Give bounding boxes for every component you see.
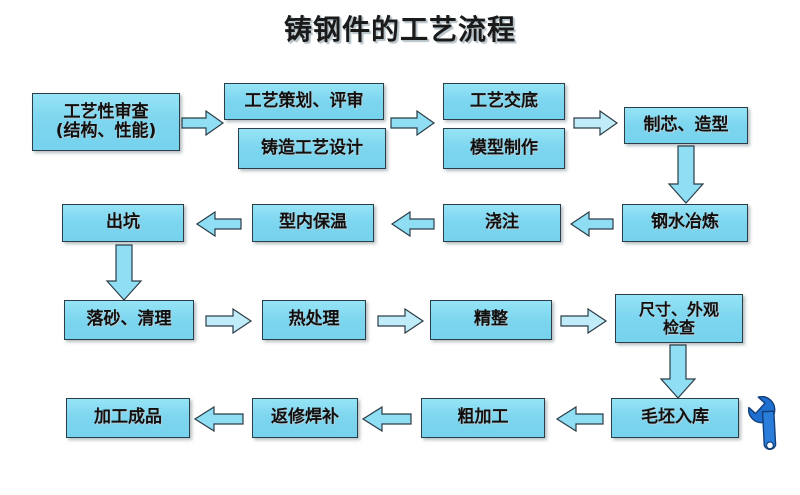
node-chukeng[interactable]: 出坑: [62, 204, 184, 242]
node-luosha-qingli[interactable]: 落砂、清理: [64, 300, 194, 340]
node-gongyi-cehua-pingshen[interactable]: 工艺策划、评审: [224, 83, 384, 120]
arrow-n9-to-n10: [195, 210, 242, 238]
node-zhixin-zaoxing[interactable]: 制芯、造型: [624, 107, 748, 144]
arrow-n11-to-n12: [205, 307, 253, 335]
node-cujiagong[interactable]: 粗加工: [421, 398, 545, 438]
node-zhuzao-gongyi-sheji[interactable]: 铸造工艺设计: [238, 128, 386, 169]
page-title: 铸钢件的工艺流程: [283, 13, 516, 46]
arrow-n8-to-n9: [390, 210, 435, 238]
node-maopei-ruku[interactable]: 毛坯入库: [611, 398, 739, 438]
node-jiaozhu[interactable]: 浇注: [443, 204, 561, 242]
arrow-n16-to-n17: [361, 405, 412, 433]
arrow-n2-to-n4: [390, 109, 436, 137]
arrow-n12-to-n13: [377, 307, 425, 335]
arrow-n7-to-n8: [569, 210, 614, 238]
arrow-n15-to-n16: [555, 405, 604, 433]
node-xingnei-baowen[interactable]: 型内保温: [252, 204, 374, 242]
arrow-n14-to-n15: [659, 344, 697, 399]
arrow-n1-to-n2: [181, 109, 225, 137]
arrow-n6-to-n7: [667, 145, 705, 204]
node-rechuli[interactable]: 热处理: [262, 300, 366, 340]
wrench-icon: [740, 395, 798, 462]
node-jiagong-chengpin[interactable]: 加工成品: [66, 398, 190, 438]
node-moxing-zhizuo[interactable]: 模型制作: [443, 128, 565, 169]
arrow-n13-to-n14: [560, 307, 608, 335]
node-gongyixing-shencha[interactable]: 工艺性审查 (结构、性能): [32, 93, 180, 151]
node-chicun-waiguan-jiancha[interactable]: 尺寸、外观 检查: [615, 294, 743, 343]
node-gongyi-jiaodi[interactable]: 工艺交底: [443, 83, 565, 120]
arrow-n4-to-n6: [573, 109, 619, 137]
node-jingzheng[interactable]: 精整: [430, 300, 552, 340]
arrow-n10-to-n11: [105, 244, 143, 301]
arrow-n17-to-n18: [193, 405, 244, 433]
node-fanxiu-hanbu[interactable]: 返修焊补: [252, 398, 358, 438]
node-gangshui-yelian[interactable]: 钢水冶炼: [622, 204, 748, 242]
